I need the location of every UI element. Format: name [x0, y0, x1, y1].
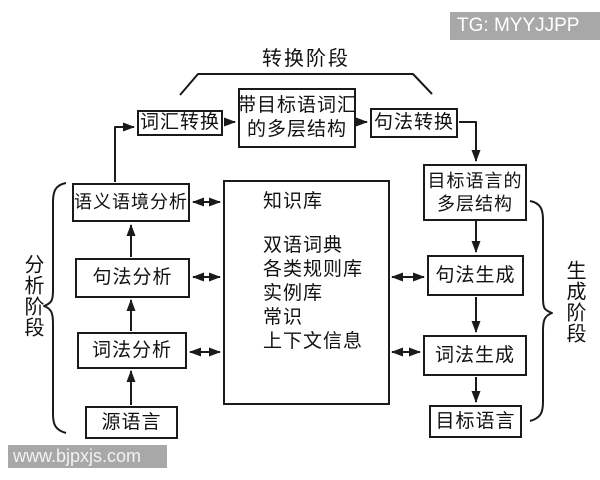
box-source-language: 源语言 — [85, 406, 178, 439]
box-knowledge-base: 知识库 双语词典 各类规则库 实例库 常识 上下文信息 — [223, 180, 390, 405]
box-target-structure-line2: 多层结构 — [437, 193, 513, 214]
box-semantic-context-analysis: 语义语境分析 — [72, 183, 190, 222]
box-target-vocab-structure: 带目标语词汇 的多层结构 — [237, 88, 358, 148]
kb-item-common-sense: 常识 — [263, 307, 304, 328]
box-lexical-analysis-label: 词法分析 — [91, 339, 172, 361]
box-lexical-transfer: 词汇转换 — [137, 110, 223, 136]
analysis-phase-label: 分析阶段 — [21, 254, 43, 338]
kb-item-example-base: 实例库 — [263, 283, 324, 304]
box-semantic-context-analysis-label: 语义语境分析 — [74, 192, 188, 213]
arrow-semantic-to-lexical-transfer — [114, 122, 135, 182]
generation-phase-label: 生成阶段 — [563, 260, 585, 344]
knowledge-base-list: 双语词典 各类规则库 实例库 常识 上下文信息 — [263, 234, 363, 354]
box-syntactic-generation: 句法生成 — [427, 255, 524, 296]
box-target-vocab-structure-line1: 带目标语词汇 — [237, 95, 358, 117]
transfer-phase-label: 转换阶段 — [262, 48, 350, 70]
watermark-tg: TG: MYYJJPP — [450, 12, 600, 40]
box-syntactic-analysis: 句法分析 — [75, 258, 190, 298]
generation-phase-brace — [529, 200, 553, 422]
kb-item-bilingual-dictionary: 双语词典 — [263, 235, 344, 256]
box-target-structure-line1: 目标语言的 — [427, 171, 523, 191]
box-lexical-generation-label: 词法生成 — [434, 344, 515, 366]
arrow-syntactic-transfer-to-target-structure — [459, 121, 481, 162]
box-syntactic-generation-label: 句法生成 — [435, 264, 516, 286]
box-syntactic-analysis-label: 句法分析 — [92, 267, 173, 289]
analysis-phase-brace — [43, 182, 67, 434]
box-syntactic-transfer: 句法转换 — [370, 108, 458, 138]
kb-item-rule-bases: 各类规则库 — [263, 259, 364, 280]
knowledge-base-title: 知识库 — [263, 191, 324, 212]
box-target-language: 目标语言 — [429, 405, 522, 438]
box-lexical-analysis: 词法分析 — [77, 332, 187, 369]
watermark-site: www.bjpxjs.com — [8, 445, 167, 468]
box-syntactic-transfer-label: 句法转换 — [373, 112, 454, 134]
box-target-vocab-structure-line2: 的多层结构 — [246, 119, 347, 140]
box-target-language-label: 目标语言 — [435, 410, 516, 432]
transfer-phase-bracket — [179, 73, 433, 96]
kb-item-context-info: 上下文信息 — [263, 331, 364, 352]
box-lexical-transfer-label: 词汇转换 — [139, 112, 220, 134]
box-target-structure: 目标语言的 多层结构 — [423, 164, 527, 221]
box-lexical-generation: 词法生成 — [423, 335, 527, 376]
box-source-language-label: 源语言 — [101, 411, 162, 433]
